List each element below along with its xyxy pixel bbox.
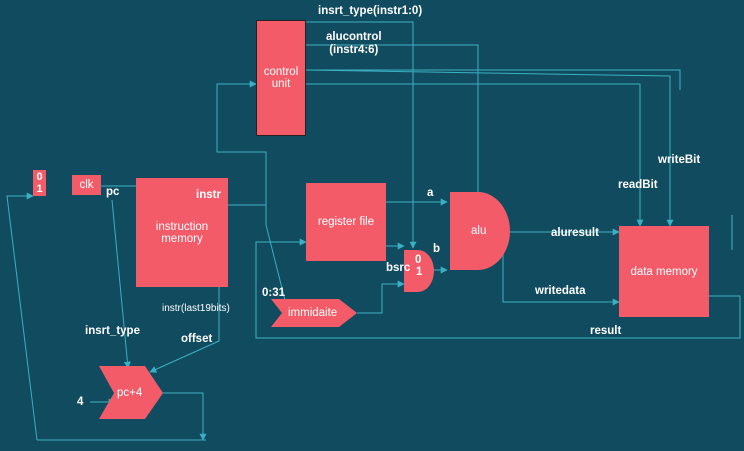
b-label: b — [433, 243, 441, 255]
a-label: a — [427, 187, 434, 199]
pc-mux-input-0: 0 — [36, 171, 43, 183]
result-label: result — [590, 325, 622, 337]
bsrc-mux-block — [404, 250, 434, 292]
immediate-block — [271, 299, 357, 327]
alucontrol-label: alucontrol (instr4:6) — [326, 31, 382, 56]
pc-mux-block: 0 1 — [33, 170, 46, 196]
pc-label: pc — [106, 186, 120, 198]
four-label: 4 — [77, 396, 84, 408]
wire-adder-out — [163, 392, 207, 441]
wire-imm-mux — [357, 280, 405, 314]
writedata-label: writedata — [535, 285, 586, 297]
writebit-label: writeBit — [658, 154, 701, 166]
alu-block — [450, 192, 510, 270]
wire-readbit — [306, 69, 681, 90]
wire-control-mem — [306, 83, 644, 227]
wire-alucontrol — [306, 44, 482, 201]
wire-insrt-type — [306, 21, 417, 249]
instruction-memory-block: instruction memory — [136, 178, 228, 287]
register-file-label: register file — [317, 216, 375, 228]
wire-instr-regfile — [228, 204, 267, 225]
instr-label: instr — [196, 189, 221, 201]
alu-label: alu — [471, 225, 487, 237]
readbit-label: readBit — [618, 179, 658, 191]
immediate-label: immidaite — [288, 307, 338, 319]
wire-feedback — [6, 192, 38, 441]
bsrc-label: bsrc — [386, 262, 411, 274]
instruction-memory-label: instruction memory — [155, 220, 209, 245]
wire-writebit — [305, 69, 674, 227]
clk-label: clk — [79, 179, 94, 191]
range-label: 0:31 — [262, 287, 286, 299]
insrt-type-label: insrt_type — [85, 325, 140, 337]
control-unit-block: control unit — [256, 20, 306, 136]
register-file-block: register file — [306, 183, 386, 261]
wire-writedata — [502, 248, 620, 306]
wire-mem-out — [255, 238, 741, 339]
data-memory-label: data memory — [630, 265, 698, 278]
bsrc-mux-input-0: 0 — [415, 254, 422, 266]
pc-adder-block — [99, 366, 163, 419]
data-memory-block: data memory — [619, 226, 709, 317]
offset-label: offset — [181, 333, 213, 345]
pc-adder-label: pc+4 — [117, 387, 143, 399]
insrt-type-instr-label: insrt_type(instr1:0) — [318, 5, 423, 17]
aluresult-label: aluresult — [551, 227, 599, 239]
bsrc-mux-input-1: 1 — [416, 266, 423, 278]
wire-pc-adder — [111, 199, 131, 369]
control-unit-label: control unit — [263, 66, 299, 90]
clk-block: clk — [72, 175, 101, 195]
instr-last-label: instr(last19bits) — [162, 303, 230, 314]
wire-instr-imm — [265, 224, 290, 313]
pc-mux-input-1: 1 — [36, 183, 43, 195]
